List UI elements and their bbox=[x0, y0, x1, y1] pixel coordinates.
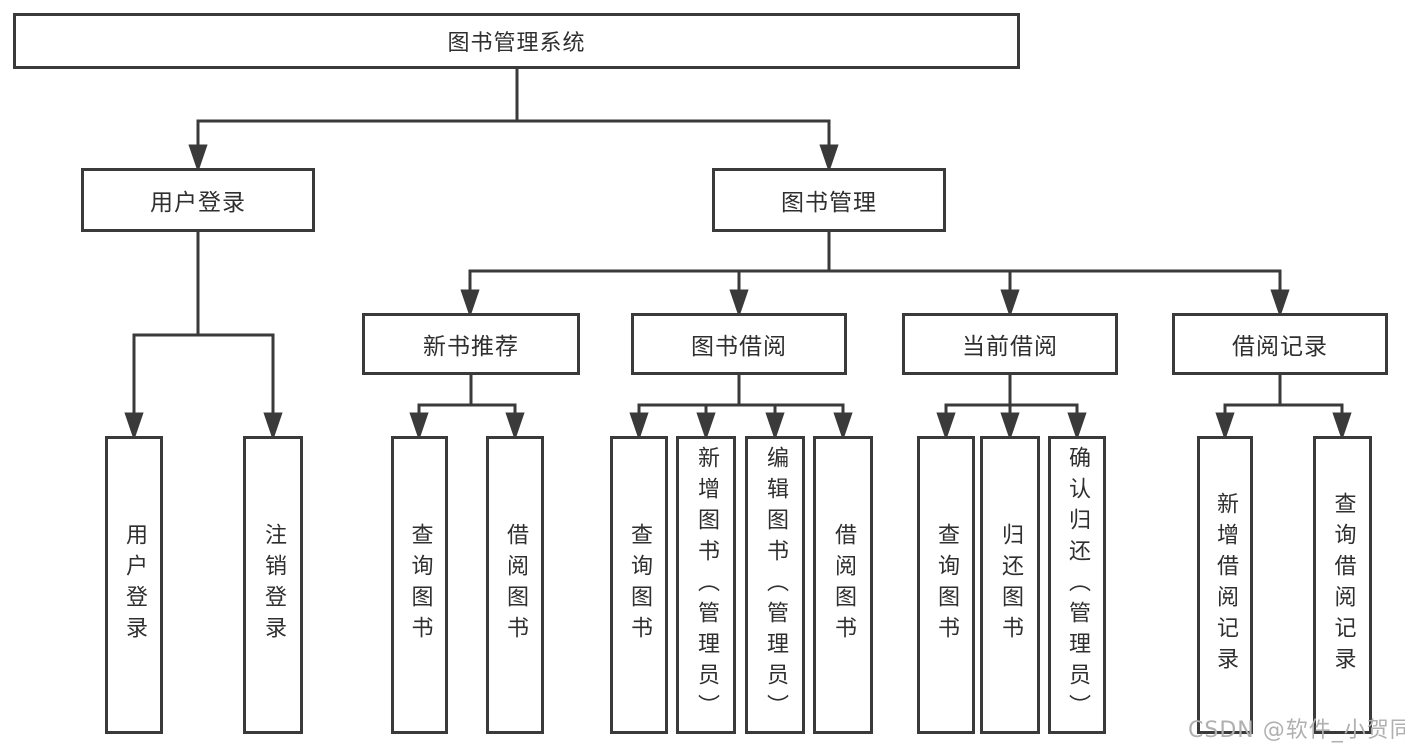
node-current-borrowing: 当前借阅 bbox=[902, 313, 1118, 375]
leaf-records-add-borrow-record: 新增借阅记录 bbox=[1197, 436, 1253, 734]
node-user-login-label: 用户登录 bbox=[150, 190, 246, 216]
node-borrowing-records: 借阅记录 bbox=[1172, 313, 1388, 375]
leaf-newrec-query-books: 查询图书 bbox=[391, 436, 448, 734]
leaf-borrow-borrow-books-label: 借阅图书 bbox=[831, 523, 856, 647]
leaf-newrec-borrow-books: 借阅图书 bbox=[486, 436, 544, 734]
node-library-system: 图书管理系统 bbox=[13, 13, 1020, 69]
node-book-borrowing: 图书借阅 bbox=[631, 313, 847, 375]
leaf-borrow-add-books-admin: 新增图书（管理员） bbox=[676, 436, 736, 734]
leaf-user-login: 用户登录 bbox=[105, 436, 163, 734]
leaf-logout-login: 注销登录 bbox=[243, 436, 303, 734]
leaf-borrow-edit-books-admin: 编辑图书（管理员） bbox=[745, 436, 805, 734]
node-current-borrowing-label: 当前借阅 bbox=[962, 334, 1058, 360]
node-user-login: 用户登录 bbox=[81, 168, 315, 232]
leaf-records-query-borrow-record: 查询借阅记录 bbox=[1313, 436, 1372, 734]
csdn-watermark: CSDN @软件_小贺同学 bbox=[1188, 718, 1405, 743]
node-book-borrowing-label: 图书借阅 bbox=[691, 334, 787, 360]
leaf-borrow-query-books: 查询图书 bbox=[610, 436, 668, 734]
node-library-system-label: 图书管理系统 bbox=[447, 31, 586, 56]
leaf-logout-login-label: 注销登录 bbox=[261, 523, 286, 647]
leaf-borrow-borrow-books: 借阅图书 bbox=[813, 436, 873, 734]
leaf-user-login-label: 用户登录 bbox=[122, 523, 147, 647]
leaf-current-confirm-return-admin: 确认归还（管理员） bbox=[1048, 436, 1106, 734]
leaf-current-query-books-label: 查询图书 bbox=[934, 523, 959, 647]
leaf-current-return-books: 归还图书 bbox=[980, 436, 1040, 734]
node-borrowing-records-label: 借阅记录 bbox=[1232, 334, 1328, 360]
leaf-borrow-add-books-admin-label: 新增图书（管理员） bbox=[694, 445, 719, 725]
node-book-management-label: 图书管理 bbox=[781, 190, 877, 216]
leaf-borrow-edit-books-admin-label: 编辑图书（管理员） bbox=[763, 445, 788, 725]
leaf-records-add-borrow-record-label: 新增借阅记录 bbox=[1213, 492, 1238, 678]
node-new-book-recommend: 新书推荐 bbox=[362, 313, 580, 375]
leaf-newrec-borrow-books-label: 借阅图书 bbox=[503, 523, 528, 647]
leaf-newrec-query-books-label: 查询图书 bbox=[407, 523, 433, 647]
leaf-borrow-query-books-label: 查询图书 bbox=[627, 523, 652, 647]
leaf-current-confirm-return-admin-label: 确认归还（管理员） bbox=[1065, 445, 1090, 725]
leaf-current-return-books-label: 归还图书 bbox=[998, 523, 1023, 647]
node-book-management: 图书管理 bbox=[712, 168, 946, 232]
leaf-current-query-books: 查询图书 bbox=[917, 436, 975, 734]
leaf-records-query-borrow-record-label: 查询借阅记录 bbox=[1330, 492, 1356, 678]
node-new-book-recommend-label: 新书推荐 bbox=[423, 334, 519, 360]
